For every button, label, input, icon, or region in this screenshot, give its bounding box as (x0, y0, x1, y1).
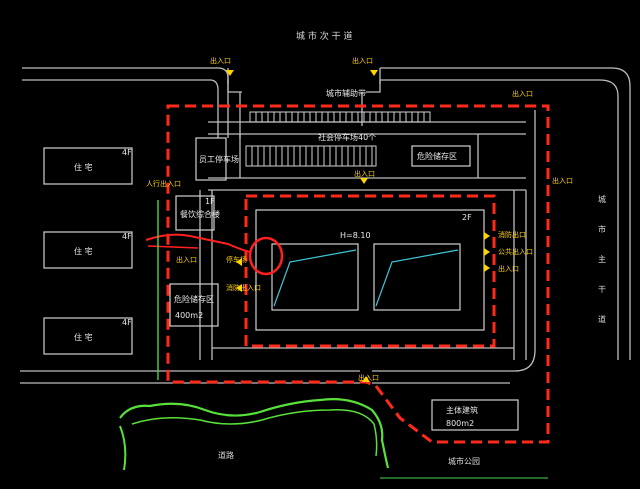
hall-right-roofline (375, 249, 459, 307)
residential-2-floors: 4F (122, 232, 132, 241)
right-road-label: 城 市 主 干 道 (598, 195, 606, 324)
annotation-circle (248, 236, 284, 276)
label-right-3: 出入口 (498, 264, 519, 273)
label-entry-top-left: 出入口 (210, 56, 231, 65)
building-boundary (244, 194, 496, 348)
park-boundary-upper (119, 398, 390, 469)
main-building-outline (255, 209, 485, 331)
bottom-right-park-label: 城市公园 (448, 456, 480, 466)
dining-label: 餐饮综合楼 (180, 209, 220, 219)
residential-1-label: 住 宅 (74, 162, 93, 172)
road-network (20, 67, 631, 384)
staff-parking-label: 员工停车场 (199, 154, 239, 164)
svg-text:道: 道 (598, 314, 606, 324)
storage-box (411, 145, 471, 167)
label-entry-left-3: 消防出入口 (226, 283, 261, 292)
staff-parking-box (195, 137, 227, 181)
building-hall-left (271, 243, 359, 311)
label-entry-middle: 出入口 (354, 169, 375, 178)
storage-area-label: 危险储存区 (174, 294, 214, 304)
label-bottom-gate: 出入口 (358, 373, 379, 382)
annotation-stroke (147, 245, 199, 249)
entry-markers (226, 70, 490, 382)
bottom-left-road-label: 道路 (218, 450, 234, 460)
dining-box (175, 195, 215, 231)
dining-floors: 1F (205, 197, 215, 206)
parking-stripes-top (245, 111, 431, 167)
entry-labels: 出入口 出入口 出入口 出入口 停车场 消防出入口 消防出口 公共出入口 出入口… (146, 56, 573, 382)
residential-3-label: 住 宅 (74, 332, 93, 342)
storage-area-size: 400m2 (175, 311, 203, 320)
residential-block-2 (43, 231, 133, 269)
top-road-label: 城 市 次 干 道 (296, 30, 352, 42)
building-floors: 2F (462, 213, 472, 222)
label-right-2: 公共出入口 (498, 247, 533, 256)
residential-block-3 (43, 317, 133, 355)
svg-text:主: 主 (598, 254, 606, 264)
svg-text:城: 城 (598, 195, 606, 204)
label-top-right-marker: 出入口 (512, 89, 533, 98)
svg-text:市: 市 (598, 224, 606, 234)
storage-area-box (169, 283, 219, 327)
label-entry-left-2: 停车场 (226, 255, 247, 264)
residential-3-floors: 4F (122, 318, 132, 327)
residential-2-label: 住 宅 (74, 246, 93, 256)
label-left-pole: 人行出入口 (146, 179, 181, 188)
residential-block-1 (43, 147, 133, 185)
annotation-arrow (145, 233, 251, 253)
park-boundary-left (119, 425, 127, 471)
bottom-right-area: 800m2 (446, 419, 474, 428)
left-residential: 住 宅 4F 住 宅 4F 住 宅 4F (43, 147, 133, 355)
label-right-top: 出入口 (552, 176, 573, 185)
site-boundary (166, 104, 550, 444)
label-entry-left-1: 出入口 (176, 255, 197, 264)
park-boundary-inner (131, 409, 378, 457)
internal-top-label: 城市辅助带 (326, 88, 366, 98)
building-height: H=8.10 (340, 231, 371, 240)
storage-box-label: 危险储存区 (417, 151, 457, 161)
label-entry-top-right: 出入口 (352, 56, 373, 65)
svg-text:干: 干 (598, 285, 606, 294)
bottom-right-label: 主体建筑 (446, 405, 478, 415)
main-building: H=8.10 2F (255, 209, 485, 331)
label-right-1: 消防出口 (498, 230, 526, 239)
parking-note: 社会停车场40个 (318, 132, 376, 142)
residential-1-floors: 4F (122, 148, 132, 157)
hall-left-roofline (273, 249, 357, 307)
building-hall-right (373, 243, 461, 311)
bottom-right-box (431, 399, 519, 431)
